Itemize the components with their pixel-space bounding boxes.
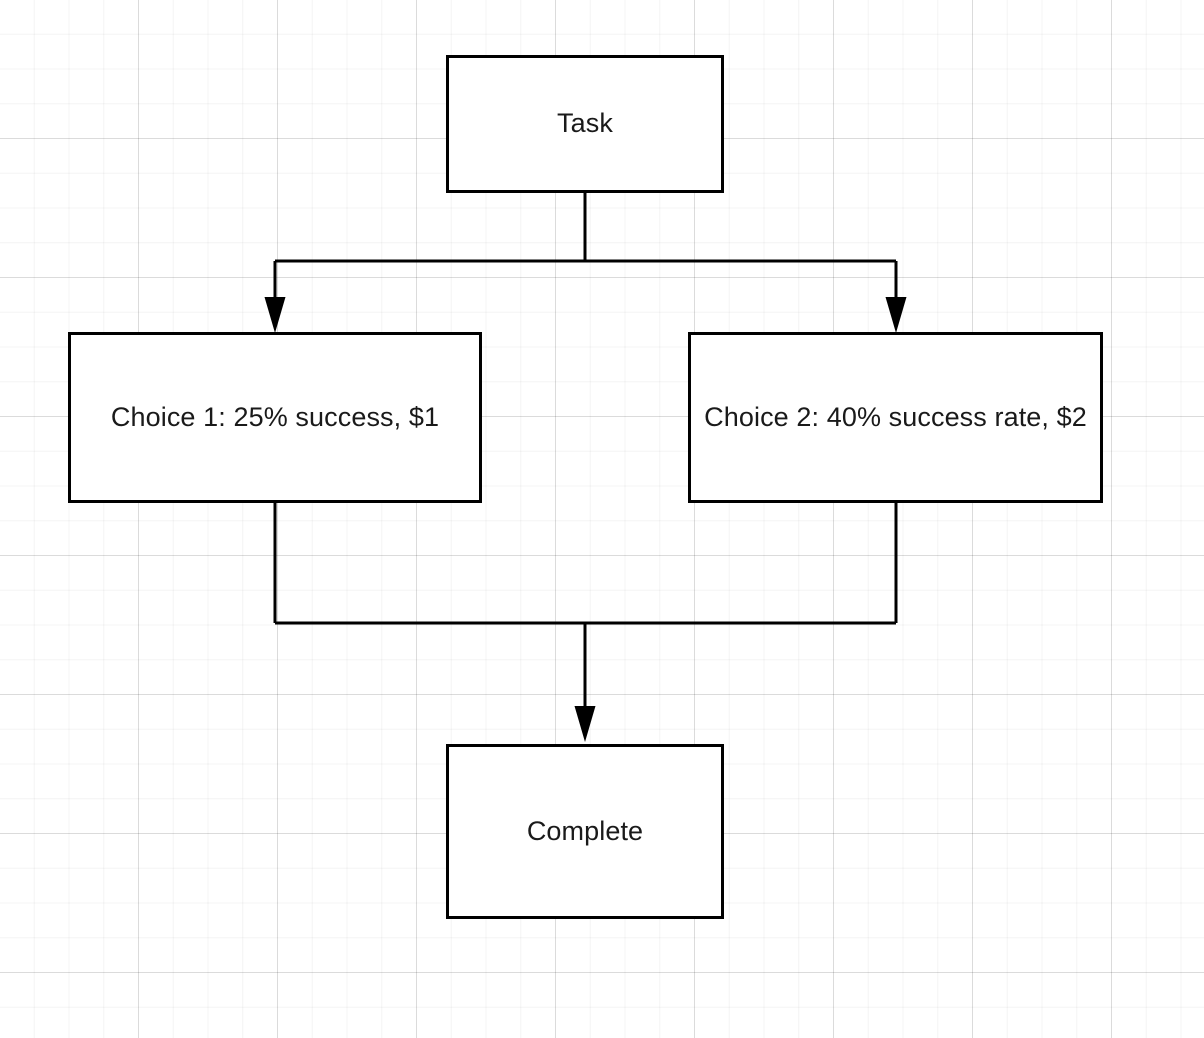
node-complete-label: Complete <box>526 815 644 846</box>
edge-task-split <box>275 193 896 263</box>
node-complete[interactable]: Complete <box>446 744 724 919</box>
edge-merge-to-complete <box>275 621 896 742</box>
node-task[interactable]: Task <box>446 55 724 193</box>
edge-task-to-choice1 <box>264 261 286 333</box>
node-task-label: Task <box>557 108 613 139</box>
edge-task-to-choice2 <box>885 261 907 333</box>
node-choice1[interactable]: Choice 1: 25% success, $1 <box>68 332 482 503</box>
node-choice2[interactable]: Choice 2: 40% success rate, $2 <box>688 332 1103 503</box>
node-choice2-label: Choice 2: 40% success rate, $2 <box>704 401 1087 432</box>
node-choice1-label: Choice 1: 25% success, $1 <box>110 401 440 432</box>
